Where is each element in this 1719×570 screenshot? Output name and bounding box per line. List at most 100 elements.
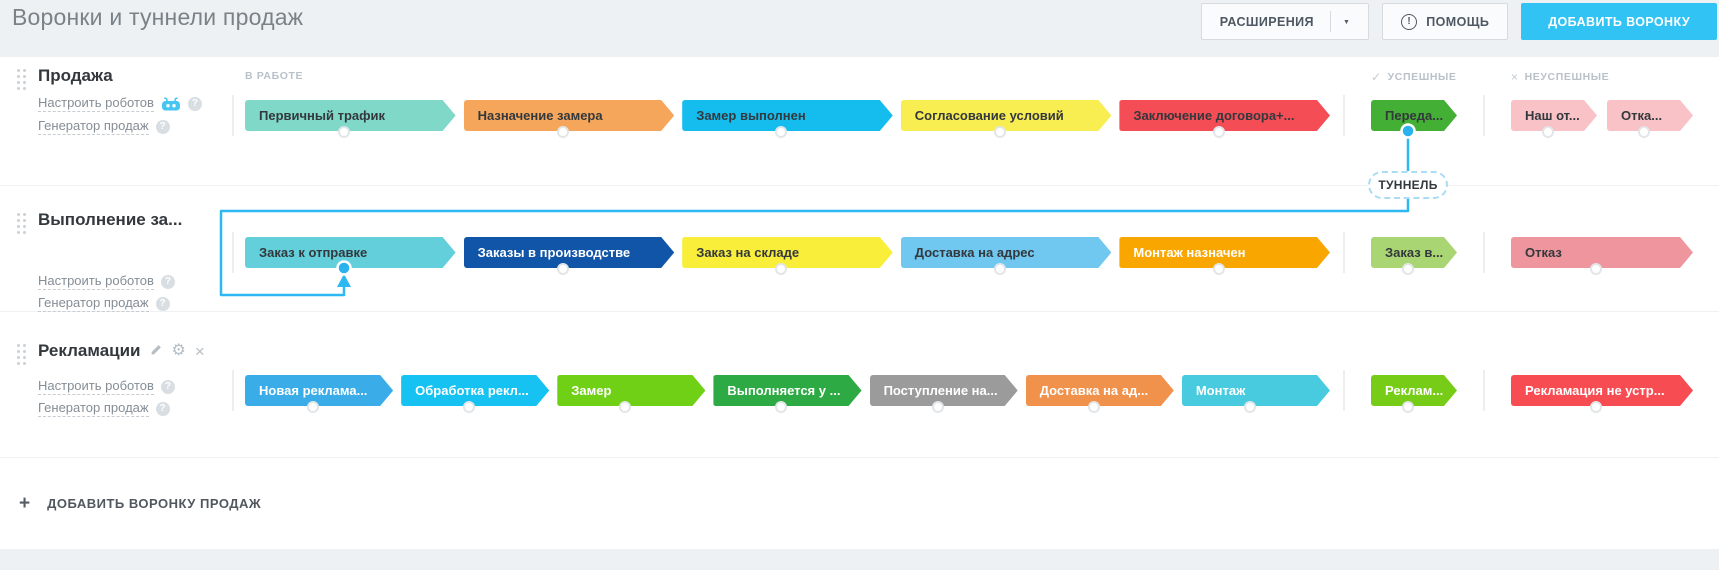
fail-zone: Наш от... Отка... bbox=[1511, 100, 1693, 138]
funnel-stage[interactable]: Первичный трафик bbox=[245, 100, 456, 131]
funnel-stage[interactable]: Монтаж bbox=[1182, 375, 1330, 406]
success-stage[interactable]: Реклам... bbox=[1371, 375, 1457, 406]
close-icon[interactable]: × bbox=[194, 341, 205, 361]
drag-handle-dots bbox=[17, 69, 20, 72]
add-funnel-button-label: ДОБАВИТЬ ВОРОНКУ bbox=[1548, 14, 1690, 29]
funnel-stage[interactable]: Заказы в производстве bbox=[464, 237, 675, 268]
stage-slot: Монтаж bbox=[1182, 375, 1330, 413]
stage-dot bbox=[1243, 401, 1256, 413]
add-funnel-button[interactable]: ДОБАВИТЬ ВОРОНКУ bbox=[1521, 3, 1717, 40]
stage-slot: Отказ bbox=[1511, 237, 1693, 275]
chevron-down-icon[interactable]: ▼ bbox=[1342, 19, 1351, 26]
funnel-stage[interactable]: Обработка рекл... bbox=[401, 375, 549, 406]
drag-handle-icon[interactable] bbox=[17, 344, 26, 365]
stage-dot bbox=[1402, 401, 1414, 413]
work-success-divider bbox=[1343, 232, 1345, 273]
edit-pencil-icon[interactable] bbox=[150, 343, 163, 356]
drag-handle-icon[interactable] bbox=[17, 69, 26, 90]
stage-dot bbox=[338, 126, 351, 138]
funnel-stage[interactable]: Заказ к отправке bbox=[245, 237, 456, 268]
hint-question-icon[interactable]: ? bbox=[155, 401, 170, 416]
sales-generator-link[interactable]: Генератор продаж? bbox=[38, 295, 170, 312]
work-success-divider bbox=[1343, 370, 1345, 411]
success-stage[interactable]: Заказ в... bbox=[1371, 237, 1457, 268]
sales-generator-link-label: Генератор продаж bbox=[38, 118, 149, 135]
funnel-stage[interactable]: Поступление на... bbox=[870, 375, 1018, 406]
zone-header-work: В РАБОТЕ bbox=[245, 70, 304, 82]
success-stage[interactable]: Переда... bbox=[1371, 100, 1457, 131]
funnel-stage[interactable]: Замер bbox=[557, 375, 705, 406]
sales-generator-link[interactable]: Генератор продаж? bbox=[38, 118, 170, 135]
stage-slot: Новая реклама... bbox=[245, 375, 393, 413]
add-sales-funnel-button[interactable]: + ДОБАВИТЬ ВОРОНКУ ПРОДАЖ bbox=[0, 458, 1719, 549]
stage-slot: Поступление на... bbox=[870, 375, 1018, 413]
left-column-divider bbox=[232, 95, 234, 136]
hint-question-icon[interactable]: ? bbox=[187, 96, 202, 111]
sales-generator-link-label: Генератор продаж bbox=[38, 295, 149, 312]
fail-stage[interactable]: Рекламация не устр... bbox=[1511, 375, 1693, 406]
success-zone: Переда... bbox=[1371, 100, 1457, 131]
stage-slot: Реклам... bbox=[1371, 375, 1457, 413]
funnel-stage[interactable]: Доставка на ад... bbox=[1026, 375, 1174, 406]
stage-dot bbox=[994, 126, 1007, 138]
stage-dot bbox=[1402, 263, 1414, 275]
tunnel-badge[interactable]: ТУННЕЛЬ bbox=[1368, 171, 1448, 199]
hint-question-icon[interactable]: ? bbox=[160, 379, 175, 394]
plus-icon: + bbox=[19, 493, 31, 514]
funnel-title-text: Выполнение за... bbox=[38, 210, 183, 229]
hint-question-icon[interactable]: ? bbox=[160, 274, 175, 289]
stage-slot: Назначение замера bbox=[464, 100, 675, 138]
configure-robots-link-label: Настроить роботов bbox=[38, 95, 154, 112]
stage-slot: Первичный трафик bbox=[245, 100, 456, 138]
funnel-stage[interactable]: Доставка на адрес bbox=[901, 237, 1112, 268]
stage-dot bbox=[463, 401, 476, 413]
configure-robots-link[interactable]: Настроить роботов? bbox=[38, 95, 202, 112]
left-column-divider bbox=[232, 232, 234, 273]
hint-question-icon[interactable]: ? bbox=[155, 119, 170, 134]
sales-generator-link[interactable]: Генератор продаж? bbox=[38, 400, 170, 417]
funnel-stage[interactable]: Заключение договора+... bbox=[1119, 100, 1330, 131]
drag-handle-dots bbox=[17, 213, 20, 216]
stage-slot: Согласование условий bbox=[901, 100, 1112, 138]
configure-robots-link[interactable]: Настроить роботов? bbox=[38, 378, 175, 395]
extensions-button[interactable]: РАСШИРЕНИЯ ▼ bbox=[1200, 3, 1370, 40]
fail-stage[interactable]: Отказ bbox=[1511, 237, 1693, 268]
stage-dot bbox=[1590, 401, 1602, 413]
stage-slot: Доставка на ад... bbox=[1026, 375, 1174, 413]
gear-icon[interactable]: ⚙ bbox=[171, 342, 186, 359]
stage-dot bbox=[556, 126, 569, 138]
stage-dot bbox=[1087, 401, 1100, 413]
drag-handle-icon[interactable] bbox=[17, 213, 26, 234]
funnel-title-text: Продажа bbox=[38, 66, 113, 85]
funnel-stage[interactable]: Новая реклама... bbox=[245, 375, 393, 406]
configure-robots-link-label: Настроить роботов bbox=[38, 273, 154, 290]
hint-question-icon[interactable]: ? bbox=[155, 296, 170, 311]
success-fail-divider bbox=[1483, 95, 1485, 136]
funnel-stage[interactable]: Замер выполнен bbox=[682, 100, 893, 131]
funnel-stage[interactable]: Монтаж назначен bbox=[1119, 237, 1330, 268]
stage-dot bbox=[775, 126, 788, 138]
zone-header-fail: ×НЕУСПЕШНЫЕ bbox=[1511, 70, 1610, 84]
fail-stage[interactable]: Отка... bbox=[1607, 100, 1693, 131]
funnel-stage[interactable]: Выполняется у ... bbox=[713, 375, 861, 406]
funnel-stage[interactable]: Согласование условий bbox=[901, 100, 1112, 131]
button-divider bbox=[1329, 11, 1331, 32]
fail-zone: Рекламация не устр... bbox=[1511, 375, 1693, 413]
stage-dot bbox=[994, 263, 1007, 275]
funnel-stage[interactable]: Заказ на складе bbox=[682, 237, 893, 268]
configure-robots-link[interactable]: Настроить роботов? bbox=[38, 273, 175, 290]
help-button[interactable]: ! ПОМОЩЬ bbox=[1382, 3, 1509, 40]
stage-slot: Заказ к отправке bbox=[245, 237, 456, 268]
help-button-label: ПОМОЩЬ bbox=[1426, 14, 1490, 29]
page-header: Воронки и туннели продаж РАСШИРЕНИЯ ▼ ! … bbox=[0, 0, 1719, 57]
success-fail-divider bbox=[1483, 232, 1485, 273]
stage-slot: Обработка рекл... bbox=[401, 375, 549, 413]
zone-header-success: ✓УСПЕШНЫЕ bbox=[1371, 70, 1457, 84]
stage-dot bbox=[775, 401, 788, 413]
funnel-stage[interactable]: Назначение замера bbox=[464, 100, 675, 131]
page-title: Воронки и туннели продаж bbox=[12, 4, 304, 30]
fail-stage[interactable]: Наш от... bbox=[1511, 100, 1597, 131]
